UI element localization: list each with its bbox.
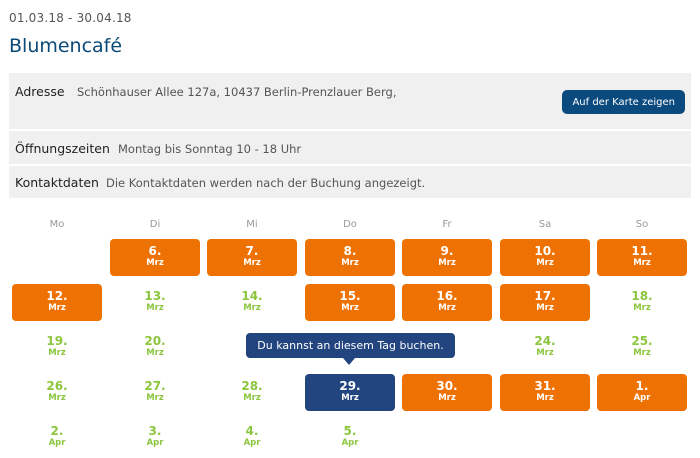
weekday-di: Di	[149, 219, 161, 230]
calendar-day[interactable]: 13.Mrz	[144, 289, 166, 313]
calendar-day[interactable]: 3.Apr	[146, 424, 164, 448]
weekday-sa: Sa	[538, 219, 552, 230]
calendar-day[interactable]: 31.Mrz	[500, 374, 590, 411]
calendar-day[interactable]: 12.Mrz	[12, 284, 102, 321]
calendar-day[interactable]: 6.Mrz	[110, 239, 200, 276]
address-row: Adresse Schönhauser Allee 127a, 10437 Be…	[9, 73, 691, 131]
opening-hours-label: Öffnungszeiten	[15, 141, 110, 156]
booking-tooltip: Du kannst an diesem Tag buchen.	[246, 333, 455, 358]
calendar-day[interactable]: 24.Mrz	[534, 334, 556, 358]
calendar-day[interactable]: 1.Apr	[597, 374, 687, 411]
contact-row: Kontaktdaten Die Kontaktdaten werden nac…	[9, 166, 691, 198]
calendar-day[interactable]: 26.Mrz	[46, 379, 68, 403]
calendar-day[interactable]: 8.Mrz	[305, 239, 395, 276]
calendar-day[interactable]: 7.Mrz	[207, 239, 297, 276]
address-value: Schönhauser Allee 127a, 10437 Berlin-Pre…	[77, 85, 397, 99]
calendar-day[interactable]: 11.Mrz	[597, 239, 687, 276]
weekday-fr: Fr	[442, 219, 452, 230]
calendar-day[interactable]: 30.Mrz	[402, 374, 492, 411]
calendar-day[interactable]: 4.Apr	[243, 424, 261, 448]
calendar-day[interactable]: 9.Mrz	[402, 239, 492, 276]
calendar-day[interactable]: 5.Apr	[341, 424, 359, 448]
calendar-day[interactable]: 15.Mrz	[305, 284, 395, 321]
calendar-day[interactable]: 28.Mrz	[241, 379, 263, 403]
contact-label: Kontaktdaten	[15, 175, 99, 190]
tooltip-arrow	[343, 358, 355, 365]
weekday-so: So	[635, 219, 649, 230]
calendar-day[interactable]: 17.Mrz	[500, 284, 590, 321]
calendar-day[interactable]: 29.Mrz	[305, 374, 395, 411]
weekday-do: Do	[343, 219, 357, 230]
calendar-day[interactable]: 27.Mrz	[144, 379, 166, 403]
date-range: 01.03.18 - 30.04.18	[9, 11, 132, 25]
calendar-day[interactable]: 19.Mrz	[46, 334, 68, 358]
calendar-day[interactable]: 14.Mrz	[241, 289, 263, 313]
show-on-map-button[interactable]: Auf der Karte zeigen	[562, 90, 685, 114]
opening-hours-row: Öffnungszeiten Montag bis Sonntag 10 - 1…	[9, 131, 691, 166]
weekday-mi: Mi	[246, 219, 258, 230]
weekday-mo: Mo	[49, 219, 65, 230]
contact-value: Die Kontaktdaten werden nach der Buchung…	[106, 176, 426, 190]
opening-hours-value: Montag bis Sonntag 10 - 18 Uhr	[118, 142, 302, 156]
calendar-day[interactable]: 20.Mrz	[144, 334, 166, 358]
calendar-day[interactable]: 18.Mrz	[631, 289, 653, 313]
calendar-day[interactable]: 2.Apr	[48, 424, 66, 448]
calendar-day[interactable]: 10.Mrz	[500, 239, 590, 276]
calendar-day[interactable]: 16.Mrz	[402, 284, 492, 321]
address-label: Adresse	[15, 84, 65, 99]
venue-title: Blumencafé	[9, 35, 123, 57]
calendar-day[interactable]: 25.Mrz	[631, 334, 653, 358]
